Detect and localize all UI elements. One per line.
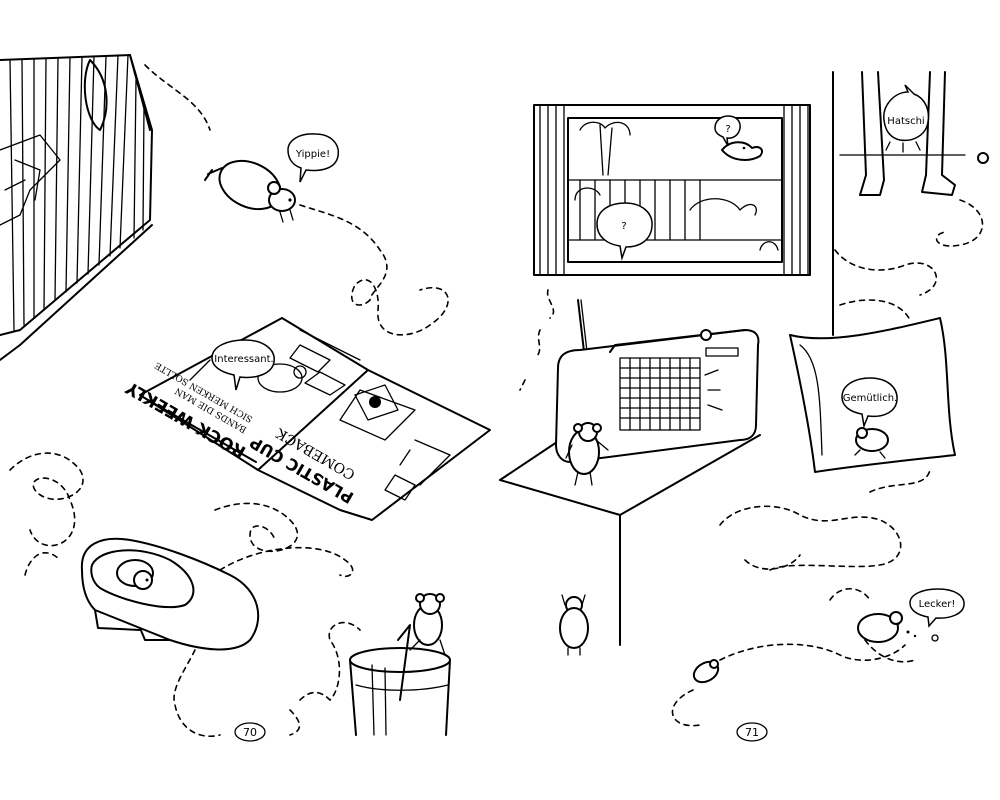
newspaper-mouse-sketch — [257, 363, 307, 393]
page-number-left-text: 70 — [243, 726, 257, 739]
bird-question-text: ? — [725, 124, 730, 135]
interessant-bubble-text: Interessant. — [214, 354, 273, 365]
birdcage — [0, 54, 153, 361]
slipper-with-mouse — [80, 537, 260, 651]
radio-with-mouse — [519, 289, 760, 486]
rock-weekly-newspaper: ROCK WEEKLY BANDS DIE MAN SICH MERKEN SO… — [122, 317, 491, 521]
small-mouse-bottom — [692, 659, 720, 684]
yippie-bubble-text: Yippie! — [295, 149, 330, 160]
hatschi-bubble-text: Hatschi — [887, 116, 924, 127]
window-with-garden-view: ? ? — [533, 104, 811, 276]
lecker-bubble-text: Lecker! — [919, 599, 956, 610]
sneezing-person-legs: Hatschi — [839, 71, 989, 196]
page-number-left: 70 — [234, 722, 266, 742]
glass-with-mouse — [289, 593, 451, 736]
eating-mouse: Lecker! — [857, 588, 965, 643]
page-number-right-text: 71 — [745, 726, 759, 739]
mouse-yippie: Yippie! — [144, 64, 388, 301]
newspaper-band-photo — [354, 384, 399, 421]
hanging-mouse — [559, 594, 589, 656]
page-number-right: 71 — [736, 722, 768, 742]
bird-in-window: ? — [714, 115, 763, 161]
cushion-with-mouse: Gemütlich. — [789, 317, 956, 473]
gemuetlich-bubble-text: Gemütlich. — [843, 393, 897, 404]
window-question-text: ? — [621, 221, 626, 232]
